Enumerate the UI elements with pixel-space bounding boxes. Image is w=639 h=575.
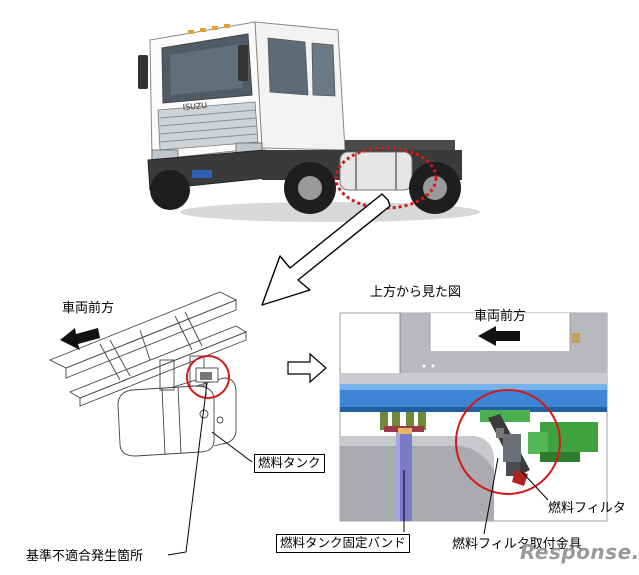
front-arrow-right xyxy=(478,326,520,346)
right-highlight-circle xyxy=(455,389,561,495)
fuel-tank-leader xyxy=(211,431,253,463)
chassis-line-drawing xyxy=(48,291,248,457)
fuel-filter-label: 燃料フィルタ xyxy=(548,501,626,516)
top-view-title: 上方から見た図 xyxy=(370,285,462,300)
fuel-filter-leader xyxy=(521,471,549,501)
fuel-filter-bracket-label: 燃料フィルタ取付金具 xyxy=(452,537,582,552)
top-view-render xyxy=(339,312,608,522)
defect-location-label: 基準不適合発生箇所 xyxy=(26,549,144,564)
fuel-tank-label: 燃料タンク xyxy=(254,454,325,473)
front-arrow-left xyxy=(60,328,100,350)
defect-leader-line xyxy=(167,382,208,556)
truck-highlight-ellipse xyxy=(334,146,438,210)
front-direction-label-right: 車両前方 xyxy=(474,309,527,324)
front-direction-label-left: 車両前方 xyxy=(62,301,115,316)
response-watermark: Response. xyxy=(520,540,639,564)
truck-brand-text: ISUZU xyxy=(182,101,207,112)
truck-illustration xyxy=(138,21,480,222)
left-highlight-circle xyxy=(186,355,230,399)
transition-arrow xyxy=(287,352,327,384)
fuel-tank-band-label: 燃料タンク固定バンド xyxy=(276,534,410,553)
filter-bracket-leader xyxy=(483,457,499,535)
callout-arrow-down xyxy=(261,193,391,306)
